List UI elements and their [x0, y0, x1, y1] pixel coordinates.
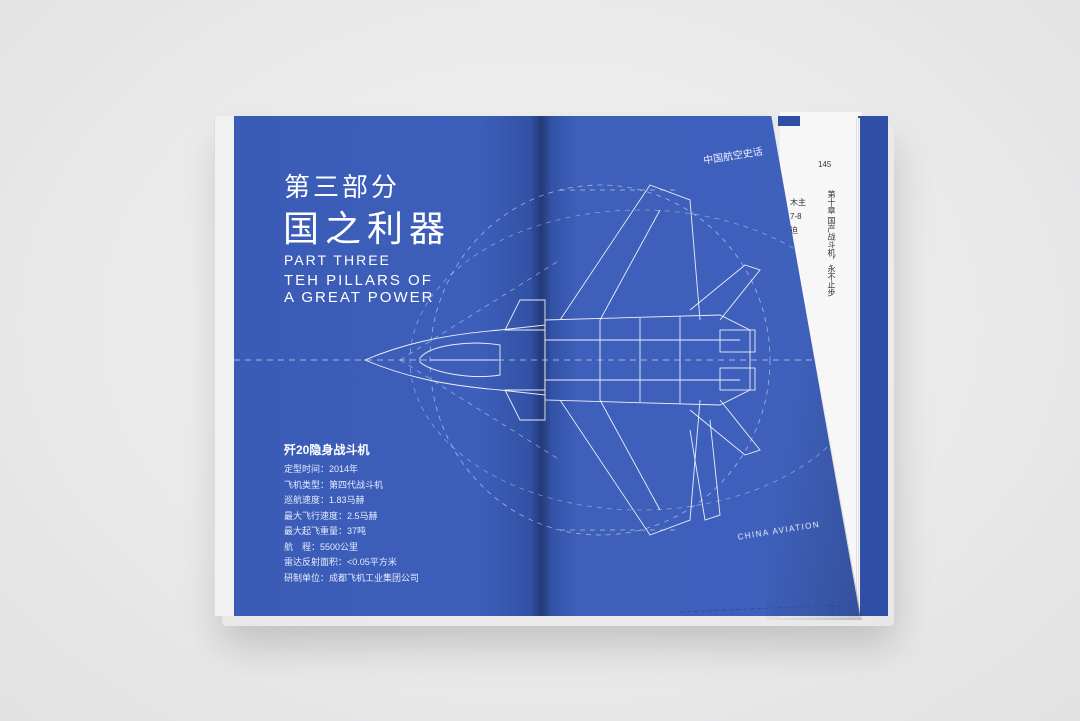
subtitle-line: A GREAT POWER	[284, 289, 435, 306]
spec-item: 最大飞行速度：2.5马赫	[284, 510, 378, 521]
cockpit-canopy	[419, 342, 501, 377]
part-label-en: PART THREE	[284, 252, 391, 268]
spec-item: 最大起飞重量：37吨	[284, 526, 367, 536]
left-page	[234, 116, 540, 616]
spec-list: 定型时间：2014年 飞机类型：第四代战斗机 巡航速度：1.83马赫 最大飞行速…	[284, 462, 419, 586]
snippet-line: 7-8	[790, 212, 802, 221]
flight-path-line	[679, 605, 819, 613]
part-label-cn: 第三部分	[284, 173, 401, 203]
right-cover-edge	[858, 116, 888, 616]
subtitle-line: TEH PILLARS OF	[284, 272, 433, 289]
right-wing	[559, 399, 701, 536]
left-tail-fin	[689, 264, 761, 321]
top-blue-strip	[778, 116, 800, 126]
spec-item: 定型时间：2014年	[284, 464, 359, 474]
left-cover-edge	[214, 116, 235, 616]
jet-name: 歼20隐身战斗机	[284, 443, 370, 457]
spine-shadow	[530, 116, 552, 616]
spec-item: 研制单位：成都飞机工业集团公司	[284, 572, 420, 583]
right-tail-fin	[689, 399, 761, 456]
left-wing	[559, 184, 701, 321]
page-stack	[856, 118, 860, 616]
spec-item: 巡航速度：1.83马赫	[284, 495, 365, 505]
snippet-line: 木主	[790, 198, 806, 207]
right-canard	[504, 389, 546, 421]
left-engine-nozzle	[719, 329, 756, 353]
left-canard	[504, 299, 546, 331]
spec-item: 雷达反射面积：<0.05平方米	[284, 557, 397, 567]
snippet-line: 迫	[790, 226, 798, 235]
right-engine-nozzle	[719, 367, 756, 391]
spec-item: 航 程：5500公里	[284, 541, 359, 552]
page-number: 145	[818, 160, 832, 169]
chapter-heading-vertical: 第十章 国产战斗机，永不止步	[827, 190, 836, 297]
section-subtitle-en: TEH PILLARS OF A GREAT POWER	[284, 272, 484, 306]
airplane-icon	[822, 601, 841, 611]
spec-item: 飞机类型：第四代战斗机	[284, 479, 384, 490]
underlying-text-snippet: 木主 7-8 迫	[790, 196, 806, 238]
ventral-fin	[689, 419, 721, 521]
section-title-cn: 国之利器	[283, 209, 452, 250]
